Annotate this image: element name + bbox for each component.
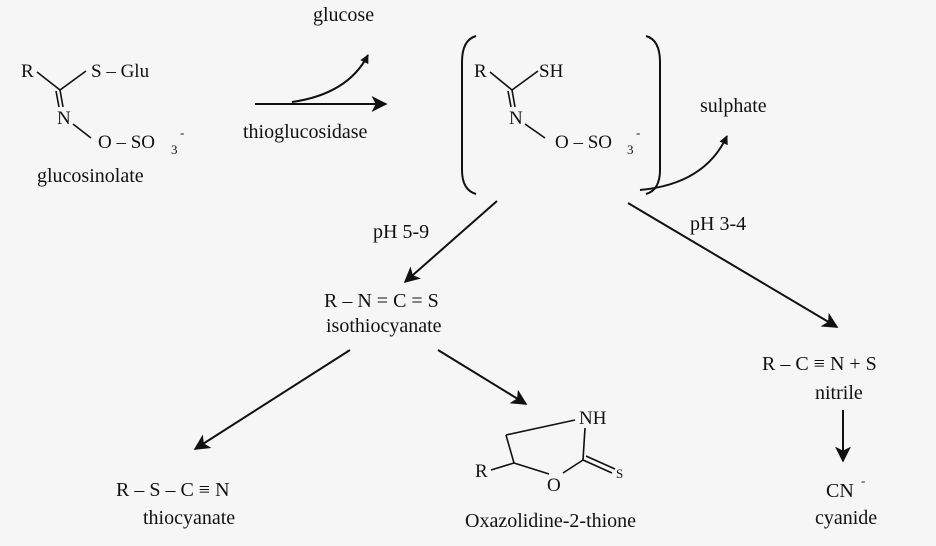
left-bracket bbox=[461, 35, 477, 195]
reactant-sup-minus: - bbox=[180, 125, 184, 140]
reactant-sub-3: 3 bbox=[171, 142, 178, 157]
right-bracket bbox=[645, 35, 661, 195]
sulphate-label: sulphate bbox=[700, 95, 767, 117]
oxazolidine-structure: NH R O S Oxazolidine-2-thione bbox=[465, 408, 636, 532]
ring-bond-right bbox=[582, 427, 586, 461]
reactant-r: R bbox=[21, 61, 34, 82]
intermediate-o-so3: O – SO bbox=[555, 132, 612, 153]
intermediate-sh: SH bbox=[539, 61, 564, 82]
thioglucosidase-label: thioglucosidase bbox=[243, 121, 368, 143]
thione-bond-2 bbox=[585, 455, 616, 470]
arrow-to-oxazolidine bbox=[437, 349, 528, 405]
bond-ir-c bbox=[489, 71, 513, 91]
oxazolidine-label: Oxazolidine-2-thione bbox=[465, 510, 636, 532]
ring-bond-bottom-left bbox=[513, 462, 550, 475]
glucosinolate-structure: R S – Glu N O – SO 3 - glucosinolate bbox=[21, 61, 184, 187]
ring-bond-left bbox=[505, 434, 515, 464]
oxazolidine-o: O bbox=[547, 475, 561, 496]
reactant-o-so3: O – SO bbox=[98, 132, 155, 153]
bond-c-s bbox=[59, 70, 87, 91]
ph-right-label: pH 3-4 bbox=[690, 213, 746, 235]
ring-bond-bottom-right bbox=[562, 459, 584, 474]
arrow-to-thiocyanate bbox=[193, 349, 351, 450]
arrow-to-isothiocyanate bbox=[403, 200, 498, 284]
bond-n-o bbox=[72, 123, 92, 139]
glucose-release-arrow bbox=[291, 54, 369, 103]
isothiocyanate-label: isothiocyanate bbox=[326, 315, 442, 337]
ring-bond-top bbox=[505, 419, 576, 436]
thiocyanate-formula: R – S – C ≡ N bbox=[116, 479, 230, 501]
reactant-n: N bbox=[57, 108, 71, 129]
cyanide-label: cyanide bbox=[815, 507, 877, 529]
nitrile-label: nitrile bbox=[815, 382, 863, 404]
bond-ic-n-1 bbox=[511, 89, 516, 108]
intermediate-sub-3: 3 bbox=[627, 142, 634, 157]
bond-ic-sh bbox=[511, 70, 539, 91]
intermediate-structure: R SH N O – SO 3 - bbox=[461, 35, 661, 195]
oxazolidine-r: R bbox=[475, 461, 488, 482]
nitrile-formula: R – C ≡ N + S bbox=[762, 353, 877, 375]
thiocyanate-label: thiocyanate bbox=[143, 507, 235, 529]
cyanide-formula: CN bbox=[826, 480, 854, 502]
sulphate-release-arrow bbox=[639, 135, 728, 191]
bond-c-n-2 bbox=[55, 90, 60, 108]
bond-in-o bbox=[524, 123, 546, 139]
intermediate-r: R bbox=[474, 61, 487, 82]
thione-bond-1 bbox=[582, 459, 613, 474]
enzyme-step: glucose thioglucosidase bbox=[243, 4, 388, 143]
cyanide-sup-minus: - bbox=[861, 473, 865, 488]
reactant-s-glu: S – Glu bbox=[91, 61, 150, 82]
isothiocyanate-formula: R – N = C = S bbox=[324, 290, 439, 312]
oxazolidine-nh: NH bbox=[579, 408, 607, 429]
oxazolidine-s: S bbox=[616, 466, 623, 481]
bond-c-n-1 bbox=[59, 89, 64, 108]
r-ring-bond bbox=[490, 462, 515, 471]
arrow-to-nitrile bbox=[627, 202, 839, 328]
bond-r-c bbox=[36, 71, 61, 91]
glucosinolate-label: glucosinolate bbox=[37, 165, 144, 187]
glucose-label: glucose bbox=[313, 4, 374, 26]
intermediate-sup-minus: - bbox=[636, 125, 640, 140]
intermediate-n: N bbox=[509, 108, 523, 129]
ph-left-label: pH 5-9 bbox=[373, 221, 429, 243]
bond-ic-n-2 bbox=[507, 90, 512, 108]
